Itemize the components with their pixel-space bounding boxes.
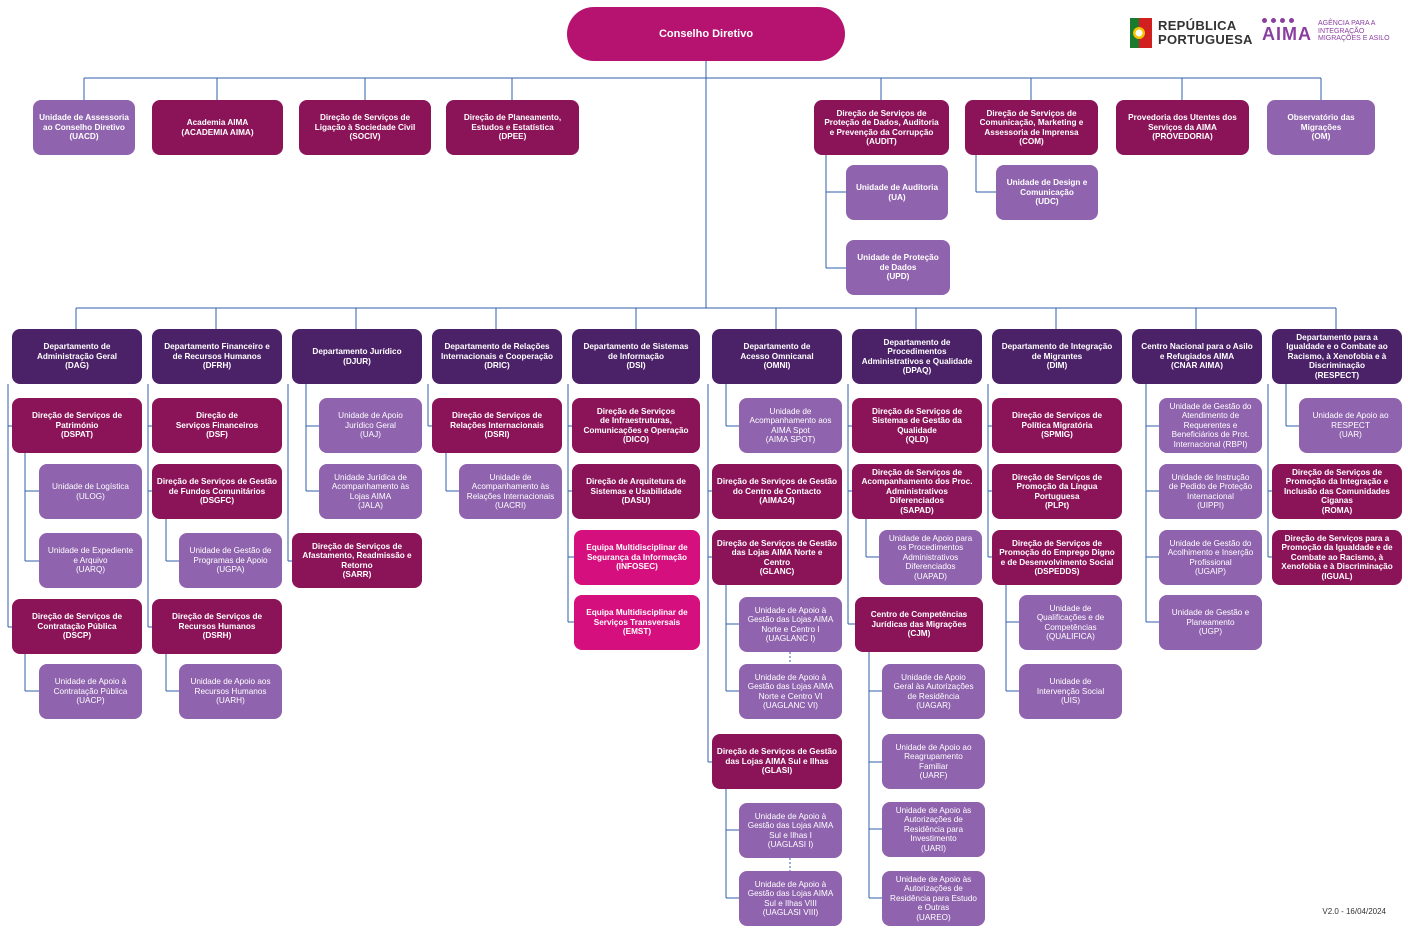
- node-cjm[interactable]: Centro de Competências Jurídicas das Mig…: [855, 597, 983, 652]
- node-dsrh[interactable]: Direção de Serviços de Recursos Humanos …: [152, 599, 282, 654]
- node-qld[interactable]: Direção de Serviços de Sistemas de Gestã…: [852, 398, 982, 453]
- node-roma[interactable]: Direção de Serviços de Promoção da Integ…: [1272, 464, 1402, 519]
- node-dscp[interactable]: Direção de Serviços de Contratação Públi…: [12, 599, 142, 654]
- node-uarh[interactable]: Unidade de Apoio aos Recursos Humanos (U…: [179, 664, 282, 719]
- node-glasi[interactable]: Direção de Serviços de Gestão das Lojas …: [712, 734, 842, 789]
- node-aima-spot[interactable]: Unidade de Acompanhamento aos AIMA Spot …: [739, 398, 842, 453]
- node-dim[interactable]: Departamento de Integração de Migrantes …: [992, 329, 1122, 384]
- node-spmig[interactable]: Direção de Serviços de Política Migratór…: [992, 398, 1122, 453]
- node-emst[interactable]: Equipa Multidisciplinar de Serviços Tran…: [574, 595, 700, 650]
- node-uacd[interactable]: Unidade de Assessoria ao Conselho Direti…: [33, 100, 135, 155]
- node-igual[interactable]: Direção de Serviços para a Promoção da I…: [1272, 530, 1402, 585]
- node-sapad[interactable]: Direção de Serviços de Acompanhamento do…: [852, 464, 982, 519]
- node-dric[interactable]: Departamento de Relações Internacionais …: [432, 329, 562, 384]
- node-uacri[interactable]: Unidade de Acompanhamento às Relações In…: [459, 464, 562, 519]
- node-djur[interactable]: Departamento Jurídico (DJUR): [292, 329, 422, 384]
- node-uis[interactable]: Unidade de Intervenção Social (UIS): [1019, 664, 1122, 719]
- node-aima24[interactable]: Direção de Serviços de Gestão do Centro …: [712, 464, 842, 519]
- node-respect[interactable]: Departamento para a Igualdade e o Combat…: [1272, 329, 1402, 384]
- node-uar[interactable]: Unidade de Apoio ao RESPECT (UAR): [1299, 398, 1402, 453]
- node-uaglanc-i[interactable]: Unidade de Apoio à Gestão das Lojas AIMA…: [739, 597, 842, 652]
- node-audit[interactable]: Direção de Serviços de Proteção de Dados…: [814, 100, 949, 155]
- node-uarf[interactable]: Unidade de Apoio ao Reagrupamento Famili…: [882, 734, 985, 789]
- node-dsi[interactable]: Departamento de Sistemas de Informação (…: [572, 329, 700, 384]
- node-uippi[interactable]: Unidade de Instrução de Pedido de Proteç…: [1159, 464, 1262, 519]
- node-rbpi[interactable]: Unidade de Gestão do Atendimento de Requ…: [1159, 398, 1262, 453]
- coat-of-arms-icon: [1130, 18, 1152, 48]
- node-upd[interactable]: Unidade de Proteção de Dados (UPD): [846, 240, 950, 295]
- node-udc[interactable]: Unidade de Design e Comunicação (UDC): [996, 165, 1098, 220]
- node-uari[interactable]: Unidade de Apoio às Autorizações de Resi…: [882, 802, 985, 857]
- node-academia-aima[interactable]: Academia AIMA (ACADEMIA AIMA): [152, 100, 283, 155]
- node-uaglanc-vi[interactable]: Unidade de Apoio à Gestão das Lojas AIMA…: [739, 664, 842, 719]
- node-uarq[interactable]: Unidade de Expediente e Arquivo (UARQ): [39, 533, 142, 588]
- node-glanc[interactable]: Direção de Serviços de Gestão das Lojas …: [712, 530, 842, 585]
- node-ua[interactable]: Unidade de Auditoria (UA): [846, 165, 948, 220]
- node-jala[interactable]: Unidade Jurídica de Acompanhamento às Lo…: [319, 464, 422, 519]
- node-ugp[interactable]: Unidade de Gestão e Planeamento (UGP): [1159, 595, 1262, 650]
- node-dsf[interactable]: Direção de Serviços Financeiros (DSF): [152, 398, 282, 453]
- republica-portuguesa-logo: REPÚBLICA PORTUGUESA: [1130, 18, 1253, 48]
- node-uagar[interactable]: Unidade de Apoio Geral às Autorizações d…: [882, 664, 985, 719]
- node-dspedds[interactable]: Direção de Serviços de Promoção do Empre…: [992, 530, 1122, 585]
- node-uaglasi-viii[interactable]: Unidade de Apoio à Gestão das Lojas AIMA…: [739, 871, 842, 926]
- node-cnar-aima[interactable]: Centro Nacional para o Asilo e Refugiado…: [1132, 329, 1262, 384]
- node-ugpa[interactable]: Unidade de Gestão de Programas de Apoio …: [179, 533, 282, 588]
- node-dsri[interactable]: Direção de Serviços de Relações Internac…: [432, 398, 562, 453]
- node-dag[interactable]: Departamento de Administração Geral (DAG…: [12, 329, 142, 384]
- aima-dots-icon: [1262, 18, 1294, 23]
- node-com[interactable]: Direção de Serviços de Comunicação, Mark…: [965, 100, 1098, 155]
- node-qualifica[interactable]: Unidade de Qualificações e de Competênci…: [1019, 595, 1122, 650]
- node-sarr[interactable]: Direção de Serviços de Afastamento, Read…: [292, 533, 422, 588]
- node-uacp[interactable]: Unidade de Apoio à Contratação Pública (…: [39, 664, 142, 719]
- node-dpaq[interactable]: Departamento de Procedimentos Administra…: [852, 329, 982, 384]
- node-plpt[interactable]: Direção de Serviços de Promoção da Língu…: [992, 464, 1122, 519]
- aima-wordmark: AIMA: [1262, 18, 1312, 43]
- node-provedoria[interactable]: Provedoria dos Utentes dos Serviços da A…: [1116, 100, 1249, 155]
- node-dspat[interactable]: Direção de Serviços de Património (DSPAT…: [12, 398, 142, 453]
- node-ulog[interactable]: Unidade de Logística (ULOG): [39, 464, 142, 519]
- node-uapad[interactable]: Unidade de Apoio para os Procedimentos A…: [879, 530, 982, 585]
- node-conselho-diretivo[interactable]: Conselho Diretivo: [567, 7, 845, 61]
- node-dasu[interactable]: Direção de Arquitetura de Sistemas e Usa…: [572, 464, 700, 519]
- aima-logo: AIMA AGÊNCIA PARA A INTEGRAÇÃO MIGRAÇÕES…: [1262, 18, 1390, 44]
- node-infosec[interactable]: Equipa Multidisciplinar de Segurança da …: [574, 530, 700, 585]
- node-dfrh[interactable]: Departamento Financeiro e de Recursos Hu…: [152, 329, 282, 384]
- node-dpee[interactable]: Direção de Planeamento, Estudos e Estatí…: [446, 100, 579, 155]
- node-sociv[interactable]: Direção de Serviços de Ligação à Socieda…: [299, 100, 431, 155]
- node-dico[interactable]: Direção de Serviços de Infraestruturas, …: [572, 398, 700, 453]
- node-uareo[interactable]: Unidade de Apoio às Autorizações de Resi…: [882, 871, 985, 926]
- node-ugaip[interactable]: Unidade de Gestão do Acolhimento e Inser…: [1159, 530, 1262, 585]
- node-omni[interactable]: Departamento de Acesso Omnicanal (OMNI): [712, 329, 842, 384]
- node-om[interactable]: Observatório das Migrações (OM): [1267, 100, 1375, 155]
- node-dsgfc[interactable]: Direção de Serviços de Gestão de Fundos …: [152, 464, 282, 519]
- node-uaj[interactable]: Unidade de Apoio Jurídico Geral (UAJ): [319, 398, 422, 453]
- version-label: V2.0 - 16/04/2024: [1322, 907, 1386, 916]
- node-uaglasi-i[interactable]: Unidade de Apoio à Gestão das Lojas AIMA…: [739, 803, 842, 858]
